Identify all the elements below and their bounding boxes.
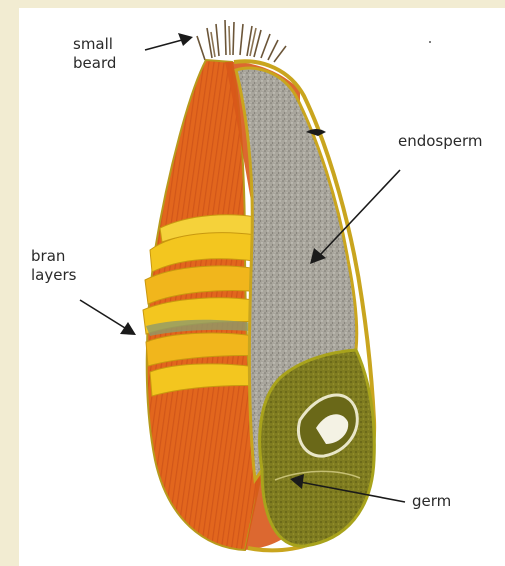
label-germ: germ — [412, 492, 451, 511]
arrow-small-beard-head — [178, 33, 193, 46]
label-small-beard: small beard — [73, 35, 116, 73]
small-beard-hairs — [197, 20, 286, 62]
label-endosperm: endosperm — [398, 132, 483, 151]
arrow-small-beard — [145, 40, 182, 50]
arrow-bran-layers-head — [120, 322, 136, 335]
arrow-bran-layers — [80, 300, 125, 328]
label-bran-layers: bran layers — [31, 247, 76, 285]
stray-dot — [429, 41, 431, 43]
